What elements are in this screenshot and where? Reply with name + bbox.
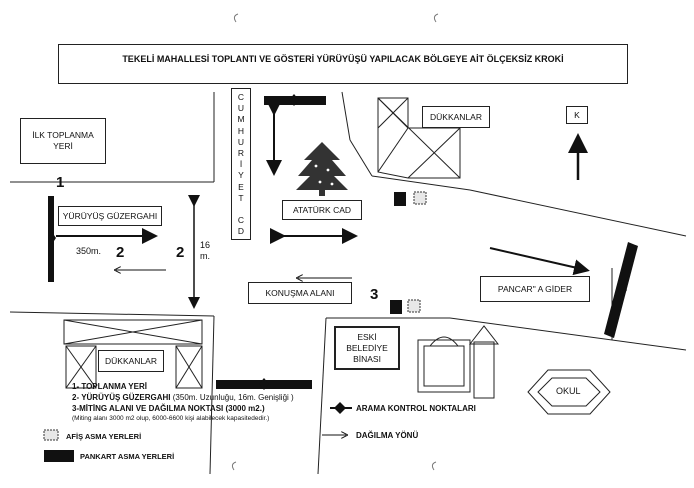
point-2a: 2	[116, 244, 125, 261]
march-route-label: YÜRÜYÜŞ GÜZERGAHI	[62, 210, 158, 221]
scan-marks	[231, 13, 439, 471]
mosque-building	[417, 325, 500, 399]
legend-checkpoint-label: ARAMA KONTROL NOKTALARI	[356, 404, 476, 413]
shops-bottom-label: DÜKKANLAR	[105, 355, 157, 366]
poster-spot	[390, 300, 402, 314]
old-municipality-label: ESKİ BELEDİYE BİNASI	[346, 331, 388, 364]
ataturk-street-box: ATATÜRK CAD	[282, 200, 362, 220]
first-gathering-label: İLK TOPLANMA YERİ	[32, 130, 94, 151]
legend-checkpoint-line	[330, 407, 352, 409]
legend-banner	[44, 450, 74, 462]
poster-spot	[394, 192, 406, 206]
street-letter: C	[237, 92, 245, 102]
school-label: OKUL	[556, 386, 581, 396]
legend-poster-spot	[43, 429, 59, 441]
ataturk-street-label: ATATÜRK CAD	[292, 204, 352, 215]
march-route-box: YÜRÜYÜŞ GÜZERGAHI	[58, 206, 162, 226]
legend-item-3-note: (Miting alanı 3000 m2 olup, 6000-6600 ki…	[72, 415, 270, 422]
checkpoints	[48, 94, 627, 414]
speech-area-label: KONUŞMA ALANI	[265, 287, 335, 298]
street-letter: T	[238, 192, 244, 203]
shops-top-label: DÜKKANLAR	[430, 111, 482, 122]
legend-poster-label: AFİŞ ASMA YERLERİ	[66, 432, 142, 441]
point-3: 3	[370, 286, 379, 303]
pancar-box: PANCAR" A GİDER	[480, 276, 590, 302]
building-bottom-left	[63, 319, 203, 389]
checkpoint-icon	[617, 284, 627, 296]
checkpoint-icon	[48, 232, 56, 244]
map-title: TEKELİ MAHALLESİ TOPLANTI VE GÖSTERİ YÜR…	[58, 44, 628, 84]
street-letter: C	[237, 215, 245, 226]
road-edge	[449, 317, 687, 351]
road-edge	[371, 175, 471, 191]
pancar-label: PANCAR" A GİDER	[497, 283, 573, 294]
distance-16: 16 m.	[200, 240, 211, 261]
street-letter: D	[237, 226, 245, 237]
north-label: K	[574, 109, 580, 120]
legend-item-2: 2- YÜRÜYÜŞ GÜZERGAHI (350m. Uzunluğu, 16…	[72, 393, 294, 402]
street-letter: H	[237, 125, 245, 136]
distance-350: 350m.	[76, 246, 102, 256]
street-letter: U	[237, 136, 245, 147]
street-letter: E	[238, 181, 244, 192]
speech-area-box: KONUŞMA ALANI	[248, 282, 352, 304]
pancar-arrow	[489, 247, 590, 276]
legend-item-2-title: 2- YÜRÜYÜŞ GÜZERGAHI	[72, 393, 171, 402]
old-municipality-box: ESKİ BELEDİYE BİNASI	[334, 326, 400, 370]
street-letter: U	[237, 103, 245, 114]
map-title-text: TEKELİ MAHALLESİ TOPLANTI VE GÖSTERİ YÜR…	[122, 54, 564, 64]
legend-disperse-label: DAĞILMA YÖNÜ	[356, 431, 419, 440]
street-letter	[240, 204, 242, 215]
street-letter: Y	[238, 170, 244, 181]
shops-top-box: DÜKKANLAR	[422, 106, 490, 128]
poster-spots	[43, 191, 427, 441]
street-letter: R	[237, 148, 245, 159]
road-edge	[9, 311, 215, 317]
legend-item-2-detail: (350m. Uzunluğu, 16m. Genişliği )	[170, 393, 294, 402]
legend-banner-label: PANKART ASMA YERLERİ	[80, 452, 175, 461]
road-lines	[9, 91, 687, 475]
checkpoint-icon	[259, 378, 269, 390]
point-1: 1	[56, 174, 65, 191]
poster-spot	[407, 299, 421, 313]
road-edge	[209, 315, 215, 475]
street-letter: M	[237, 114, 245, 125]
shops-bottom-box: DÜKKANLAR	[98, 350, 164, 372]
tree-icon	[296, 142, 348, 196]
first-gathering-box: İLK TOPLANMA YERİ	[20, 118, 106, 164]
checkpoint-icon	[289, 94, 299, 106]
point-2b: 2	[176, 244, 185, 261]
legend-item-3: 3-MİTİNG ALANI VE DAĞILMA NOKTASI (3000 …	[72, 404, 265, 413]
road-edge	[341, 91, 351, 141]
direction-arrows	[56, 100, 590, 435]
road-edge	[317, 317, 327, 475]
street-letter: İ	[239, 159, 243, 170]
road-edge	[349, 139, 373, 177]
building-top-right	[377, 97, 461, 179]
poster-spot	[413, 191, 427, 205]
road-edge	[469, 189, 687, 237]
north-box: K	[566, 106, 588, 124]
school-building	[527, 369, 611, 415]
legend-item-1: 1- TOPLANMA YERİ	[72, 382, 147, 391]
